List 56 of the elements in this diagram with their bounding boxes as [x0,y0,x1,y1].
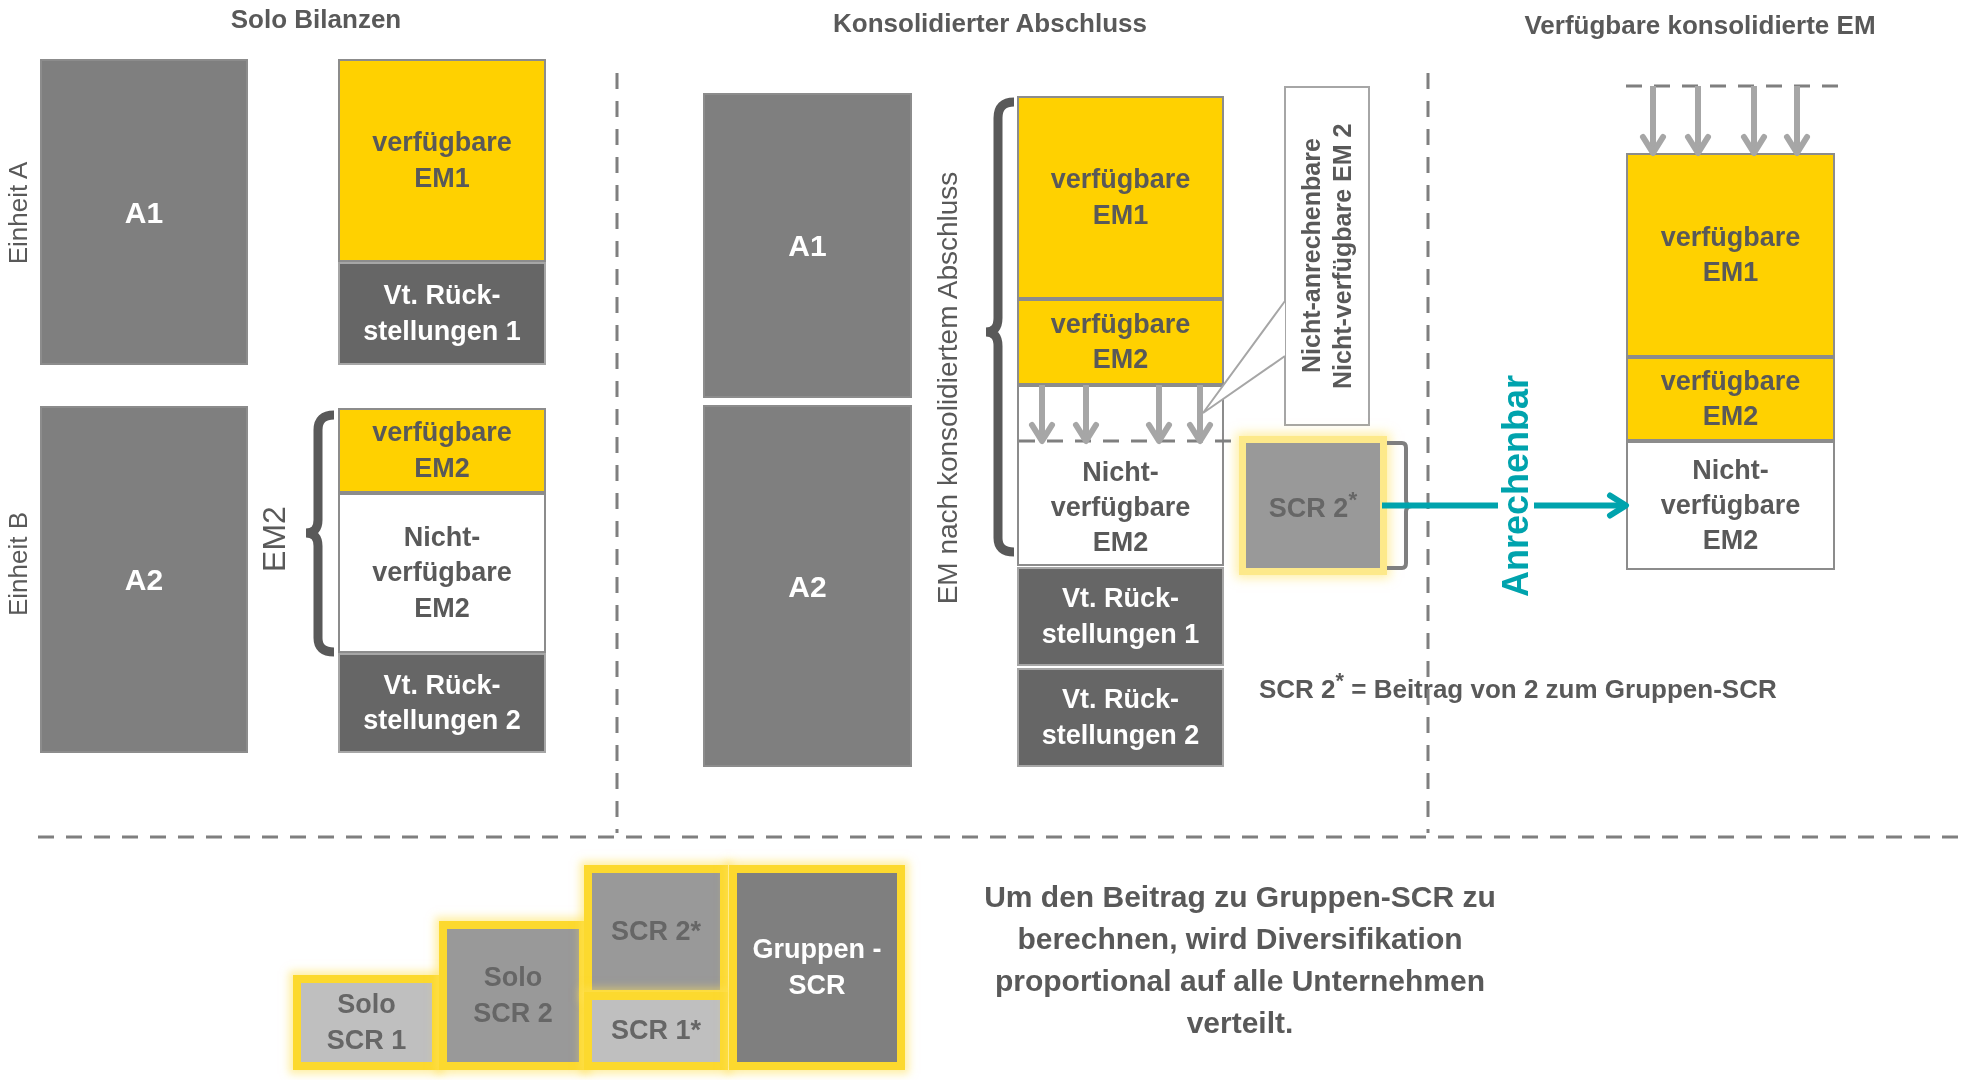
arrow [1685,86,1711,156]
block-label: verfügbare EM2 [371,416,513,485]
block-label: A1 [123,194,165,231]
block-label: Vt. Rück- stellungen 1 [1040,582,1201,651]
block-label: A1 [787,228,828,264]
arrow [1073,385,1099,444]
block-label: Nicht- verfügbare EM2 [1049,456,1192,560]
section-heading: Verfügbare konsolidierte EM [1524,10,1876,41]
axis-label: EM2 [258,506,290,572]
arrow [1784,86,1810,156]
section-heading: Konsolidierter Abschluss [833,8,1147,39]
available-funds-block [338,408,546,493]
provisions-block [1017,567,1224,666]
available-funds-block [338,59,546,262]
asset-block [703,405,912,767]
arrow [1187,385,1213,444]
arrow [1741,86,1767,156]
block-label: Vt. Rück- stellungen 1 [362,279,522,348]
axis-label: Einheit A [5,161,31,265]
block-label: Solo SCR 1 [325,988,408,1057]
unavailable-funds-block [1626,441,1835,570]
available-funds-block [1626,357,1835,441]
unavailable-funds-block [1017,385,1224,566]
block-label: Nicht- verfügbare EM2 [371,521,513,625]
available-funds-block [1626,153,1835,357]
block-label: verfügbare EM2 [1659,364,1802,433]
available-funds-block [1017,299,1224,385]
available-funds-block [1017,96,1224,299]
block-label: Vt. Rück- stellungen 2 [362,668,522,737]
block-label: verfügbare EM2 [1049,307,1192,376]
section-heading: Solo Bilanzen [230,4,402,35]
callout-pointer [1202,300,1286,414]
axis-label: EM nach konsolidiertem Abschluss [934,171,962,605]
block-label: A2 [123,562,165,598]
asset-block [703,93,912,398]
block-label: verfügbare EM1 [1659,220,1802,289]
arrow [1146,385,1172,444]
block-label: verfügbare EM1 [1049,163,1192,232]
block-label: Nicht- verfügbare EM2 [1659,453,1802,558]
axis-label: Einheit B [5,511,31,617]
explanation-text: Um den Beitrag zu Gruppen-SCR zu berechnen, wird Diversifikation proportional auf alle Unternehmen verteilt. [983,879,1497,1041]
asset-block [40,59,248,365]
block-label: Nicht-anrechenbare Nicht-verfügbare EM 2 [1295,122,1357,391]
block-label: verfügbare EM1 [371,126,513,195]
provisions-block [338,653,546,753]
footnote: SCR 2$^{*}$ = Beitrag von 2 zum Gruppen-SCR [1259,668,1777,705]
block-label: A2 [787,568,828,605]
arrow [1029,385,1055,444]
unavailable-funds-block [338,493,546,653]
asset-block [40,406,248,753]
provisions-block [1017,668,1224,767]
block-label: Gruppen -SCR [751,933,883,1002]
provisions-block [338,262,546,365]
arrow [1640,86,1666,156]
block-label: Vt. Rück- stellungen 2 [1040,683,1201,752]
block-label: SCR 1* [610,1014,702,1048]
